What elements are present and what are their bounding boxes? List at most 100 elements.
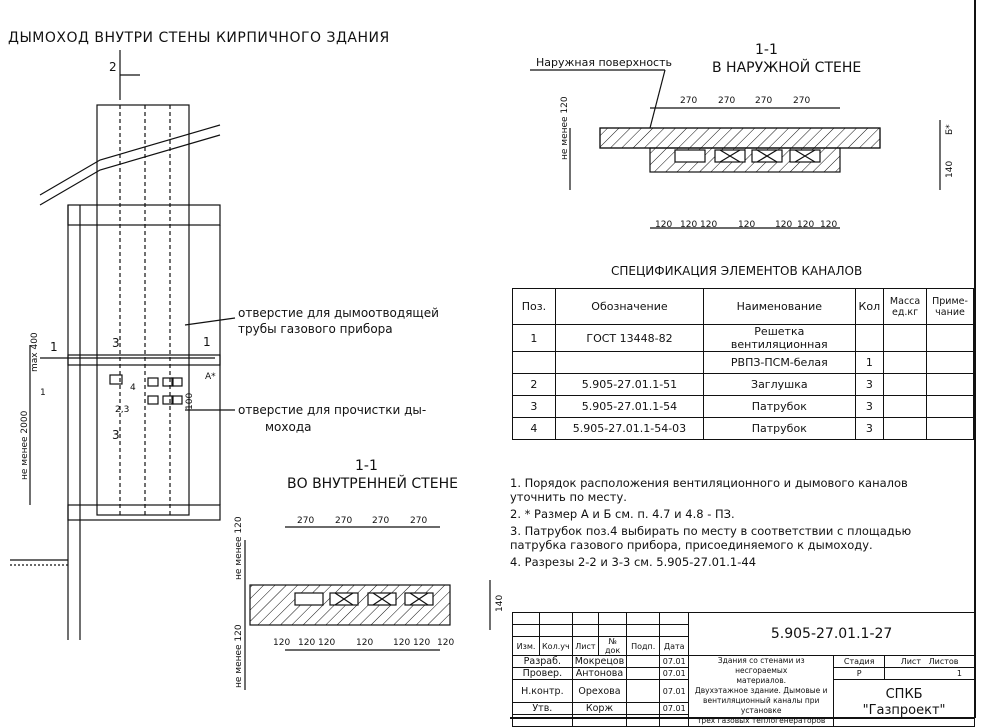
stage-label: Стадия: [833, 655, 886, 668]
stage: Р: [833, 667, 886, 680]
pos-2-3: 2,3: [115, 405, 130, 415]
role: Утв.: [512, 702, 573, 715]
sheet-label: Лист Листов: [884, 655, 975, 668]
spec-header: Кол: [854, 288, 885, 325]
dim-270-2: 270: [718, 96, 736, 106]
dim-120-1: 120: [655, 220, 673, 230]
section-outer-title: В НАРУЖНОЙ СТЕНЕ: [712, 60, 862, 76]
pos-4: 4: [130, 383, 136, 393]
person-name: Орехова: [571, 679, 628, 703]
spec-table: Поз. Обозначение Наименование Кол Масса …: [512, 288, 974, 440]
section-mark-1-right: 1: [203, 335, 211, 349]
desc-line: Здания со стенами из несгораемых: [717, 656, 805, 675]
cell: [554, 351, 705, 374]
section-inner-title: ВО ВНУТРЕННЕЙ СТЕНЕ: [287, 476, 458, 492]
signature: [626, 655, 661, 668]
spec-header: Поз.: [512, 288, 556, 325]
signature: [626, 667, 661, 680]
inner-dim-120-6: 120: [413, 638, 431, 648]
col-header: Дата: [659, 636, 690, 656]
inner-dim-120-2: 120: [298, 638, 316, 648]
cell: 3: [854, 417, 885, 440]
cell: 1: [854, 351, 885, 374]
note-3: 3. Патрубок поз.4 выбирать по месту в со…: [510, 524, 912, 552]
cell: 3: [854, 373, 885, 396]
col-header: Подп.: [626, 636, 661, 656]
col-header: № док: [598, 636, 628, 656]
drawing-title: ДЫМОХОД ВНУТРИ СТЕНЫ КИРПИЧНОГО ЗДАНИЯ: [8, 30, 390, 46]
dim-120-6: 120: [797, 220, 815, 230]
spec-header: Приме-чание: [926, 288, 974, 325]
col-header: Изм.: [512, 636, 540, 656]
cell: [926, 395, 974, 418]
cell: [854, 324, 885, 352]
cell: 3: [854, 395, 885, 418]
col-header: Кол.уч: [539, 636, 573, 656]
section-mark-3-bottom: 3: [112, 428, 120, 442]
title-block: 5.905-27.01.1-27 Изм. Кол.уч Лист № док …: [512, 612, 975, 727]
dim-270-4: 270: [793, 96, 811, 106]
inner-dim-120-5: 120: [393, 638, 411, 648]
cell: Патрубок: [703, 417, 856, 440]
inner-dim-270-3: 270: [372, 516, 390, 526]
title-block-headers: Изм. Кол.уч Лист № док Подп. Дата: [512, 636, 975, 656]
desc-line: материалов.: [736, 676, 787, 685]
section-outer-mark: 1-1: [755, 42, 778, 58]
dim-270-1: 270: [680, 96, 698, 106]
cell: Решетка вентиляционная: [703, 324, 856, 352]
inner-dim-140: 140: [495, 594, 505, 612]
date: 07.01: [659, 679, 690, 703]
date: 07.01: [659, 655, 690, 668]
dim-120-2: 120: [680, 220, 698, 230]
desc-line: трех газовых теплогенераторов: [697, 716, 826, 725]
note-2: 2. * Размер А и Б см. п. 4.7 и 4.8 - ПЗ.: [510, 507, 735, 521]
spec-header: Масса ед.кг: [883, 288, 928, 325]
cell: 5.905-27.01.1-54-03: [554, 417, 705, 440]
inner-dim-120-1: 120: [273, 638, 291, 648]
note-1: 1. Порядок расположения вентиляционного …: [510, 476, 908, 504]
cell: 2: [512, 373, 556, 396]
note-4: 4. Разрезы 2-2 и 3-3 см. 5.905-27.01.1-4…: [510, 555, 757, 569]
sheets-count: 1: [884, 667, 975, 680]
person-name: Антонова: [571, 667, 628, 680]
cell: [512, 351, 556, 374]
pos-1: 1: [40, 388, 46, 398]
cell: [883, 395, 928, 418]
cell: [883, 351, 928, 374]
organization: СПКБ "Газпроект": [833, 679, 975, 727]
label-clean-hole-2: мохода: [265, 420, 312, 434]
spec-title: СПЕЦИФИКАЦИЯ ЭЛЕМЕНТОВ КАНАЛОВ: [611, 264, 863, 278]
building-elevation: [10, 50, 236, 640]
org-name: "Газпроект": [862, 703, 946, 718]
label-flue-hole-1: отверстие для дымоотводящей: [238, 306, 439, 320]
desc-line: вентиляционный каналы при установке: [703, 696, 820, 715]
label-flue-hole-2: трубы газового прибора: [238, 322, 393, 336]
section-outer-wall: [530, 69, 941, 229]
date: 07.01: [659, 702, 690, 715]
cell: [926, 373, 974, 396]
inner-min120-top: не менее 120: [234, 516, 244, 580]
cell: [883, 417, 928, 440]
notes: 1. Порядок расположения вентиляционного …: [510, 476, 950, 572]
signature: [626, 702, 661, 715]
cell: ГОСТ 13448-82: [554, 324, 705, 352]
section-inner-wall: [244, 526, 491, 690]
spec-header-row: Поз. Обозначение Наименование Кол Масса …: [512, 288, 974, 325]
cell: [883, 373, 928, 396]
cell: 5.905-27.01.1-54: [554, 395, 705, 418]
role: Разраб.: [512, 655, 573, 668]
outer-min120: не менее 120: [560, 96, 570, 160]
label-clean-hole-1: отверстие для прочистки ды-: [238, 403, 427, 417]
drawing-code: 5.905-27.01.1-27: [688, 612, 975, 656]
dim-100: 100: [185, 392, 195, 410]
org-name: СПКБ: [885, 687, 923, 702]
dim-max400: max 400: [30, 332, 40, 372]
date: 07.01: [659, 667, 690, 680]
person-name: Корж: [571, 702, 628, 715]
person-name: Мокрецов: [571, 655, 628, 668]
desc-line: Двухэтажное здание. Дымовые и: [694, 686, 828, 695]
